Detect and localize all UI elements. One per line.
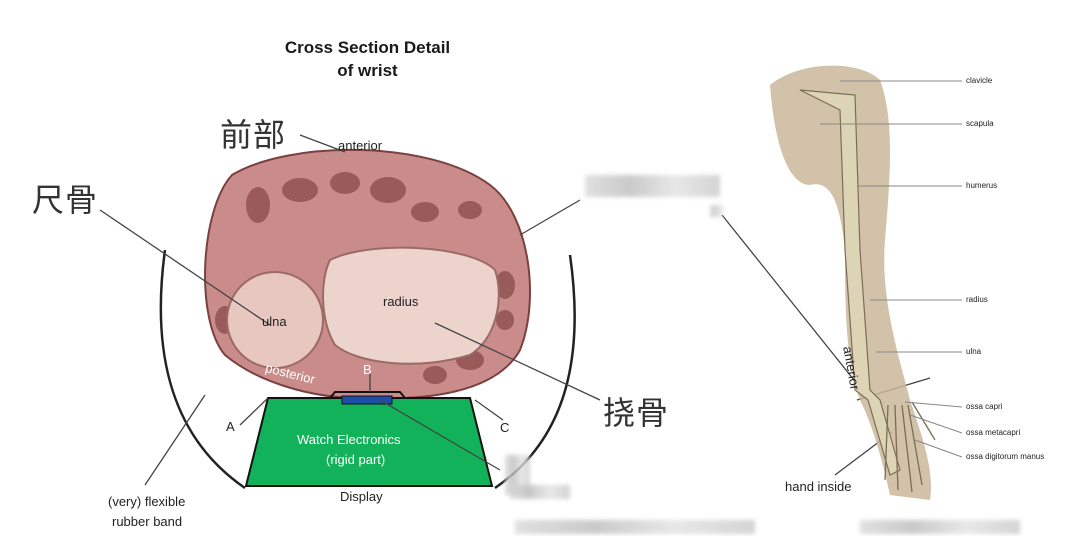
label-b: B <box>363 362 372 377</box>
redacted-text <box>510 485 570 499</box>
redacted-text <box>515 520 755 534</box>
label-cn-ulna: 尺骨 <box>32 182 99 218</box>
redacted-text <box>585 175 720 197</box>
ulna-bone <box>226 271 324 369</box>
label-display: Display <box>340 489 383 504</box>
radius-bone <box>322 246 500 365</box>
rubber-band-left <box>159 249 246 490</box>
label-cn-radius: 挠骨 <box>603 395 670 431</box>
watch-strap-sensor <box>341 395 393 405</box>
label-cn-anterior: 前部 <box>220 117 287 153</box>
arm-label-radius: radius <box>966 295 988 304</box>
title-line-1: Cross Section Detail <box>284 38 451 57</box>
arm-label-ulna: ulna <box>966 347 982 356</box>
arm-label-clavicle: clavicle <box>966 76 993 85</box>
diagram-title: Cross Section Detail of wrist <box>250 36 485 82</box>
arm-label-ossa-capri: ossa capri <box>966 402 1003 411</box>
label-watch-line-2: (rigid part) <box>326 452 386 467</box>
redacted-text <box>710 205 722 217</box>
label-c: C <box>500 420 510 435</box>
title-line-2: of wrist <box>337 61 398 80</box>
redacted-text <box>860 520 1020 534</box>
label-a: A <box>226 419 235 434</box>
label-band-line-2: rubber band <box>112 514 183 529</box>
label-watch-line-1: Watch Electronics <box>297 432 401 447</box>
arm-label-ossa-metacapri: ossa metacapri <box>966 428 1021 437</box>
label-anterior: anterior <box>338 138 383 153</box>
label-ulna: ulna <box>262 314 287 329</box>
label-radius: radius <box>383 294 419 309</box>
arm-label-scapula: scapula <box>966 119 994 128</box>
arm-label-humerus: humerus <box>966 181 998 190</box>
arm-label-ossa-digitorum-manus: ossa digitorum manus <box>966 452 1045 461</box>
label-hand-inside: hand inside <box>785 479 852 494</box>
label-band-line-1: (very) flexible <box>108 494 186 509</box>
arm-bones <box>799 89 901 476</box>
